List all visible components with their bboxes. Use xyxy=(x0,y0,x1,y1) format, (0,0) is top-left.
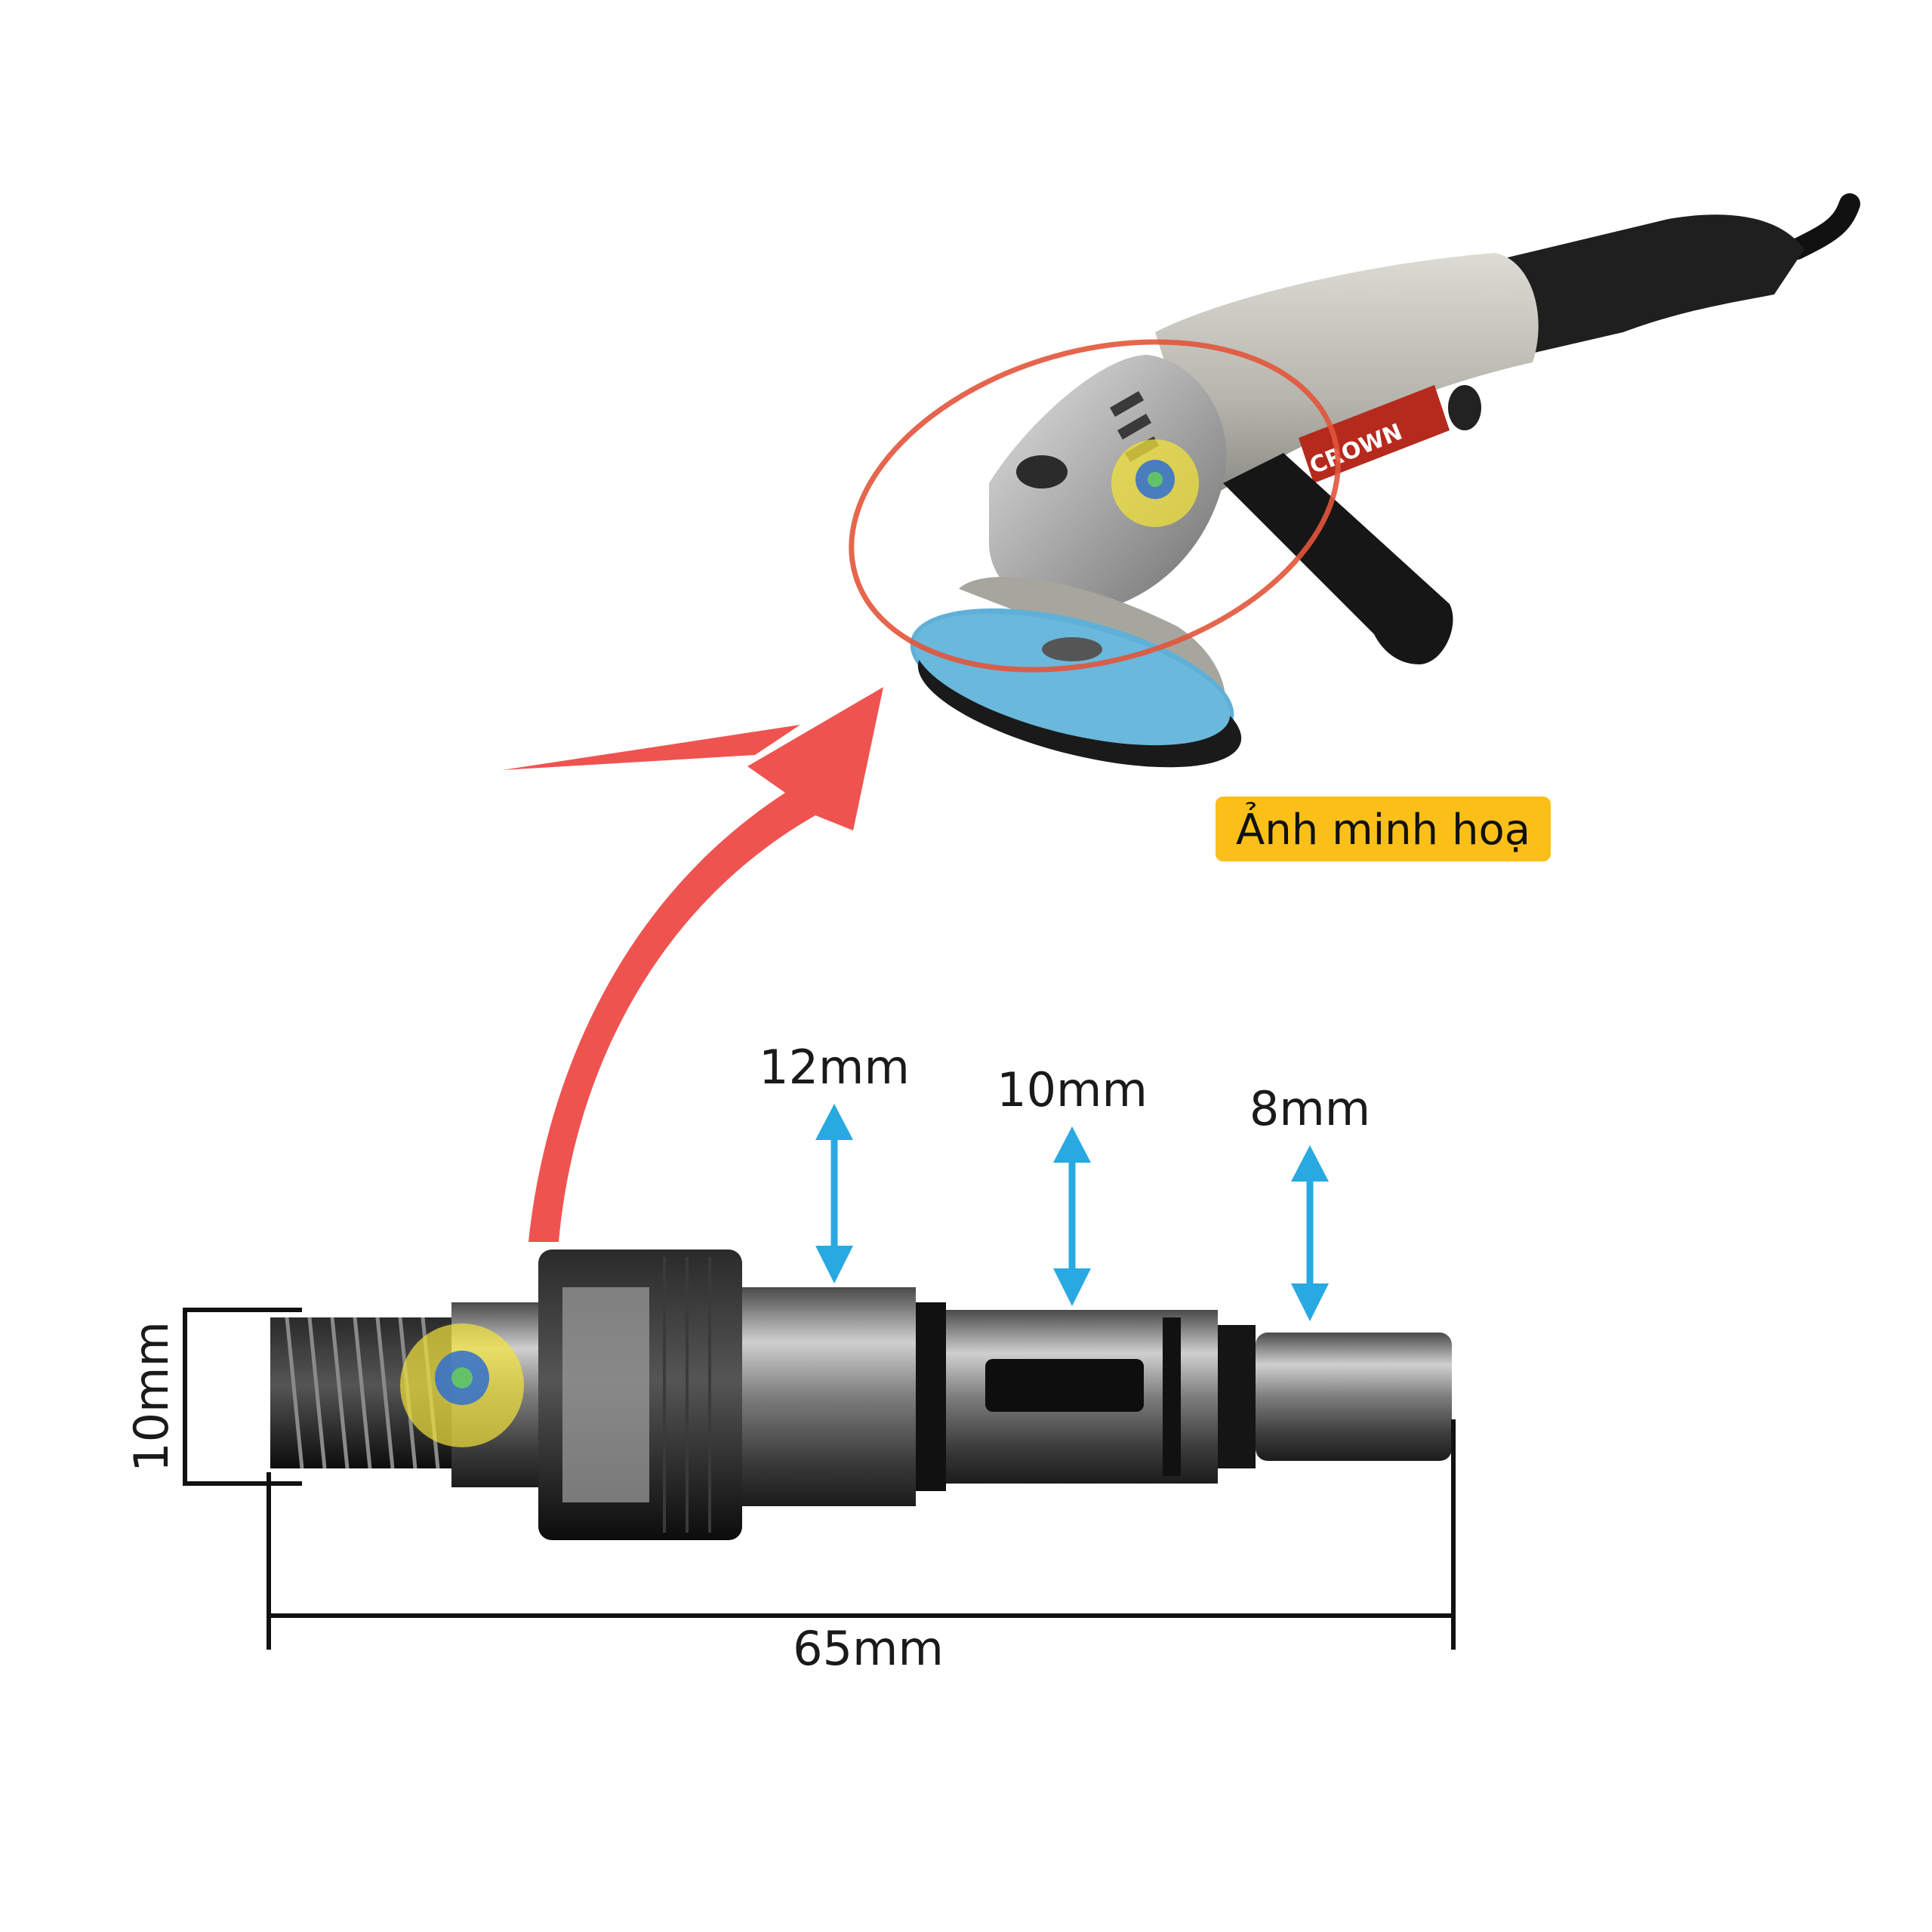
caption-background xyxy=(1216,797,1551,861)
grinder-motor-body xyxy=(1155,253,1539,498)
arrow-up-icon xyxy=(815,1104,853,1140)
section-10mm-dimension: 10mm xyxy=(997,1062,1148,1306)
section-12mm-dimension: 12mm xyxy=(759,1040,910,1283)
gear-logo-icon xyxy=(1111,439,1199,527)
grinder-side-handle xyxy=(1223,453,1453,664)
cutting-disc-face xyxy=(914,613,1231,746)
spindle-lock-button xyxy=(1016,455,1068,488)
threaded-shaft-part xyxy=(270,1249,1452,1540)
total-length-label: 65mm xyxy=(793,1621,944,1676)
total-length-dimension: 65mm xyxy=(267,1419,1456,1676)
disc-center-nut xyxy=(1042,637,1102,661)
section-12mm-label: 12mm xyxy=(759,1040,910,1095)
section-8mm-label: 8mm xyxy=(1249,1081,1370,1136)
shaft-section-12mm xyxy=(742,1287,916,1506)
arrow-down-icon xyxy=(815,1246,853,1283)
arrow-body xyxy=(528,687,883,1242)
arrow-down-icon xyxy=(1291,1283,1329,1321)
shaft-watermark-logo xyxy=(400,1323,524,1447)
section-10mm-label: 10mm xyxy=(997,1062,1148,1117)
grinder-gear-head xyxy=(989,355,1227,613)
arrow-up-icon xyxy=(1291,1145,1329,1182)
thread-diameter-dimension: 10mm xyxy=(124,1308,302,1486)
caption-text: Ảnh minh hoạ xyxy=(1236,803,1530,855)
shaft-groove-1 xyxy=(916,1302,946,1491)
arrow-up-icon xyxy=(1053,1126,1091,1163)
section-8mm-dimension: 8mm xyxy=(1249,1081,1370,1321)
power-cord xyxy=(1786,193,1860,260)
thread-diameter-bracket xyxy=(183,1308,302,1486)
angle-grinder-illustration: CROWN xyxy=(849,193,1860,768)
shaft-hex-nut xyxy=(538,1249,742,1540)
shaft-groove-2 xyxy=(1163,1317,1181,1476)
grinder-guard xyxy=(959,577,1226,744)
curved-arrow-icon xyxy=(502,687,883,1242)
shaft-keyway-slot xyxy=(985,1359,1144,1412)
arrow-head-wing xyxy=(502,725,800,770)
grinder-switch xyxy=(1448,385,1481,430)
ellipse-highlight-icon xyxy=(849,339,1341,673)
thread-diameter-label: 10mm xyxy=(124,1321,179,1472)
shaft-groove-3 xyxy=(1218,1325,1256,1468)
caption-badge: Ảnh minh hoạ xyxy=(1216,797,1551,861)
grinder-rear-handle xyxy=(1495,214,1804,355)
arrow-down-icon xyxy=(1053,1268,1091,1306)
shaft-section-8mm xyxy=(1256,1333,1452,1461)
